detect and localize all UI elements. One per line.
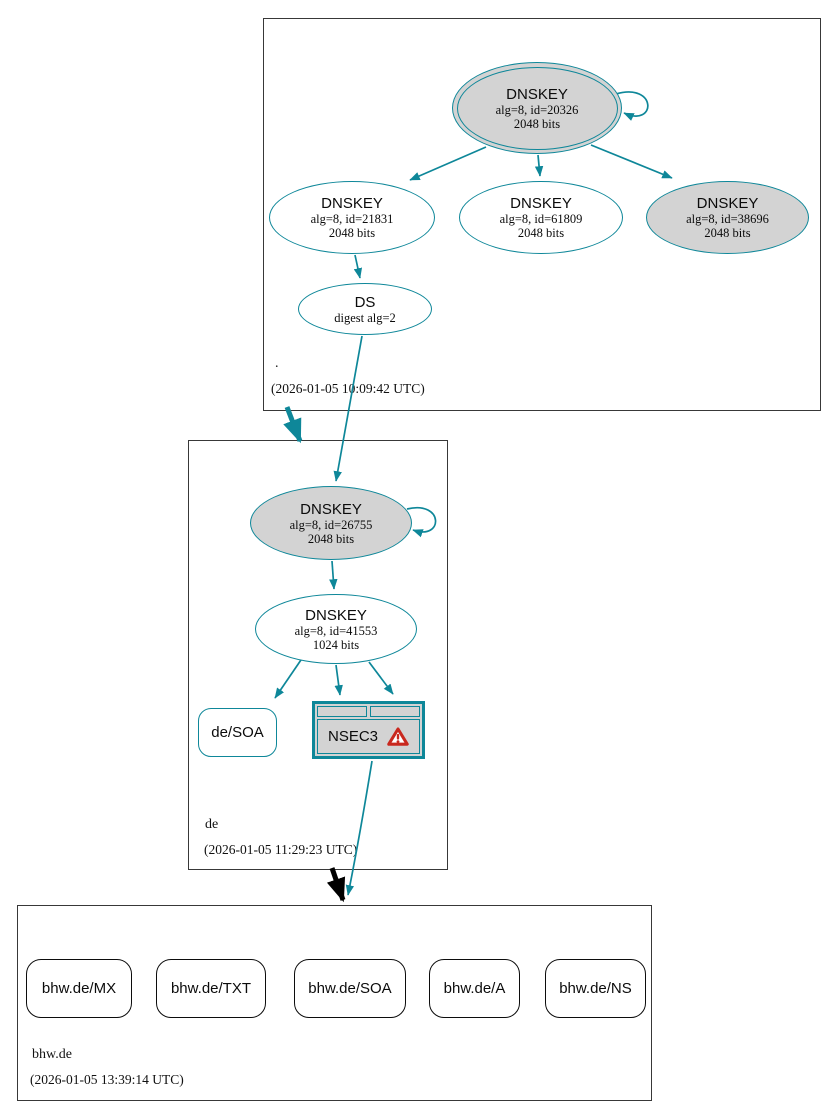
nsec3-header-cell-left xyxy=(317,706,367,717)
edge-root-ksk-to-dnskey-21831 xyxy=(409,146,487,181)
node-root-dnskey-21831[interactable]: DNSKEY alg=8, id=21831 2048 bits xyxy=(269,181,435,254)
node-label: bhw.de/NS xyxy=(559,980,632,997)
edge-nsec3-to-bhw-zone xyxy=(345,760,373,896)
node-title: DNSKEY xyxy=(300,500,362,518)
node-label: bhw.de/SOA xyxy=(308,980,392,997)
node-bits: 2048 bits xyxy=(328,226,376,240)
node-bhw-de-a-rrset[interactable]: bhw.de/A xyxy=(429,959,520,1018)
node-label: bhw.de/TXT xyxy=(170,980,252,997)
nsec3-header-cell-right xyxy=(370,706,420,717)
node-de-dnskey-ksk-26755[interactable]: DNSKEY alg=8, id=26755 2048 bits xyxy=(250,486,412,560)
edge-dnskey-21831-to-ds xyxy=(353,254,363,279)
edge-de-to-bhw-insecure-delegation xyxy=(326,867,346,903)
warning-icon xyxy=(387,727,409,746)
node-root-dnskey-61809[interactable]: DNSKEY alg=8, id=61809 2048 bits xyxy=(459,181,623,254)
node-root-dnskey-38696[interactable]: DNSKEY alg=8, id=38696 2048 bits xyxy=(646,181,809,254)
node-alg-id: alg=8, id=26755 xyxy=(289,517,373,532)
node-digest-alg: digest alg=2 xyxy=(334,310,396,325)
node-title: DNSKEY xyxy=(321,195,383,212)
node-alg-id: alg=8, id=61809 xyxy=(499,212,583,226)
node-label: bhw.de/MX xyxy=(41,980,117,997)
node-bhw-de-soa-rrset[interactable]: bhw.de/SOA xyxy=(294,959,406,1018)
node-title: DS xyxy=(354,293,376,311)
edge-de-ksk-selfloop xyxy=(406,506,437,538)
zone-timestamp-de: (2026-01-05 11:29:23 UTC) xyxy=(204,842,358,857)
node-bhw-de-mx-rrset[interactable]: bhw.de/MX xyxy=(26,959,132,1018)
node-bits: 1024 bits xyxy=(312,637,360,652)
zone-label-root: . xyxy=(275,356,279,371)
edge-root-to-de-secure-delegation xyxy=(283,406,303,444)
zone-label-bhw-de: bhw.de xyxy=(32,1047,72,1062)
edge-de-zsk-to-nsec3-right xyxy=(368,661,394,695)
edge-root-ksk-to-dnskey-38696 xyxy=(590,144,673,179)
node-bits: 2048 bits xyxy=(513,116,561,131)
edge-de-zsk-to-nsec3-left xyxy=(334,664,343,696)
zone-box-root xyxy=(263,18,821,411)
node-alg-id: alg=8, id=41553 xyxy=(294,623,378,638)
zone-box-de xyxy=(188,440,448,870)
zone-timestamp-bhw-de: (2026-01-05 13:39:14 UTC) xyxy=(30,1072,184,1087)
edge-root-ksk-to-dnskey-61809 xyxy=(534,154,544,177)
nsec3-body: NSEC3 xyxy=(317,719,420,754)
node-label: de/SOA xyxy=(211,724,264,741)
node-alg-id: alg=8, id=21831 xyxy=(310,212,394,226)
node-bits: 2048 bits xyxy=(307,531,355,546)
node-bits: 2048 bits xyxy=(704,226,751,240)
node-label: bhw.de/A xyxy=(443,980,506,997)
node-alg-id: alg=8, id=20326 xyxy=(495,102,579,117)
node-bhw-de-txt-rrset[interactable]: bhw.de/TXT xyxy=(156,959,266,1018)
node-de-nsec3[interactable]: NSEC3 xyxy=(312,701,425,759)
node-root-dnskey-ksk-20326-inner-ring: DNSKEY alg=8, id=20326 2048 bits xyxy=(456,66,618,150)
node-de-soa-rrset[interactable]: de/SOA xyxy=(198,708,277,757)
node-title: DNSKEY xyxy=(696,195,759,212)
node-root-ds[interactable]: DS digest alg=2 xyxy=(298,283,432,335)
node-title: DNSKEY xyxy=(506,85,568,103)
edge-de-ksk-to-zsk xyxy=(329,560,338,590)
zone-timestamp-root: (2026-01-05 10:09:42 UTC) xyxy=(271,381,425,396)
edge-root-ksk-selfloop xyxy=(615,91,649,121)
node-label: NSEC3 xyxy=(327,728,379,745)
node-bits: 2048 bits xyxy=(517,226,565,240)
node-title: DNSKEY xyxy=(305,606,367,624)
edge-de-zsk-to-soa xyxy=(274,656,304,699)
node-bhw-de-ns-rrset[interactable]: bhw.de/NS xyxy=(545,959,646,1018)
edge-ds-to-de-ksk xyxy=(333,335,363,482)
nsec3-header-row xyxy=(317,706,420,717)
node-root-dnskey-ksk-20326[interactable]: DNSKEY alg=8, id=20326 2048 bits xyxy=(452,62,622,154)
node-de-dnskey-41553[interactable]: DNSKEY alg=8, id=41553 1024 bits xyxy=(255,594,417,664)
zone-label-de: de xyxy=(205,817,219,832)
node-title: DNSKEY xyxy=(510,195,572,212)
node-alg-id: alg=8, id=38696 xyxy=(686,212,769,226)
zone-box-bhw-de xyxy=(17,905,652,1101)
